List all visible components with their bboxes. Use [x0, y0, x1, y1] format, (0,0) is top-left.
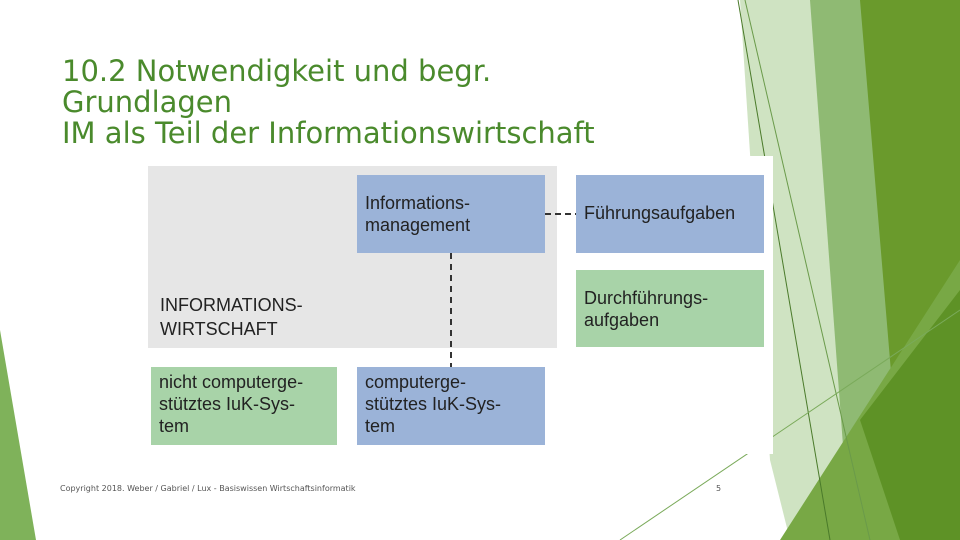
deco-line-1: [737, 0, 831, 540]
informationsmanagement-box: Informations- management: [357, 175, 545, 253]
deco-line-2: [744, 0, 871, 540]
deco-line-3: [619, 309, 960, 540]
nicht-computergestuetztes-iuk-box: nicht computerge- stütztes IuK-Sys- tem: [151, 367, 337, 445]
fuehrungsaufgaben-box: Führungsaufgaben: [576, 175, 764, 253]
computergestuetztes-iuk-box: computerge- stütztes IuK-Sys- tem: [357, 367, 545, 445]
title-line-1: 10.2 Notwendigkeit und begr.: [62, 54, 492, 88]
left-green-wedge: [0, 330, 36, 540]
im-diagram: INFORMATIONS- WIRTSCHAFT Informations- m…: [142, 156, 773, 454]
title-line-3: IM als Teil der Informationswirtschaft: [62, 116, 595, 150]
diagram-connectors: [450, 213, 576, 367]
title-line-2: Grundlagen: [62, 85, 233, 119]
footer-copyright: Copyright 2018. Weber / Gabriel / Lux - …: [60, 484, 356, 493]
informationswirtschaft-label: INFORMATIONS- WIRTSCHAFT: [160, 295, 303, 339]
bottom-right-accent: [860, 290, 960, 540]
page-number: 5: [716, 484, 722, 493]
slide-title: 10.2 Notwendigkeit und begr. Grundlagen …: [62, 56, 762, 149]
durchfuehrungsaufgaben-box: Durchführungs- aufgaben: [576, 270, 764, 347]
